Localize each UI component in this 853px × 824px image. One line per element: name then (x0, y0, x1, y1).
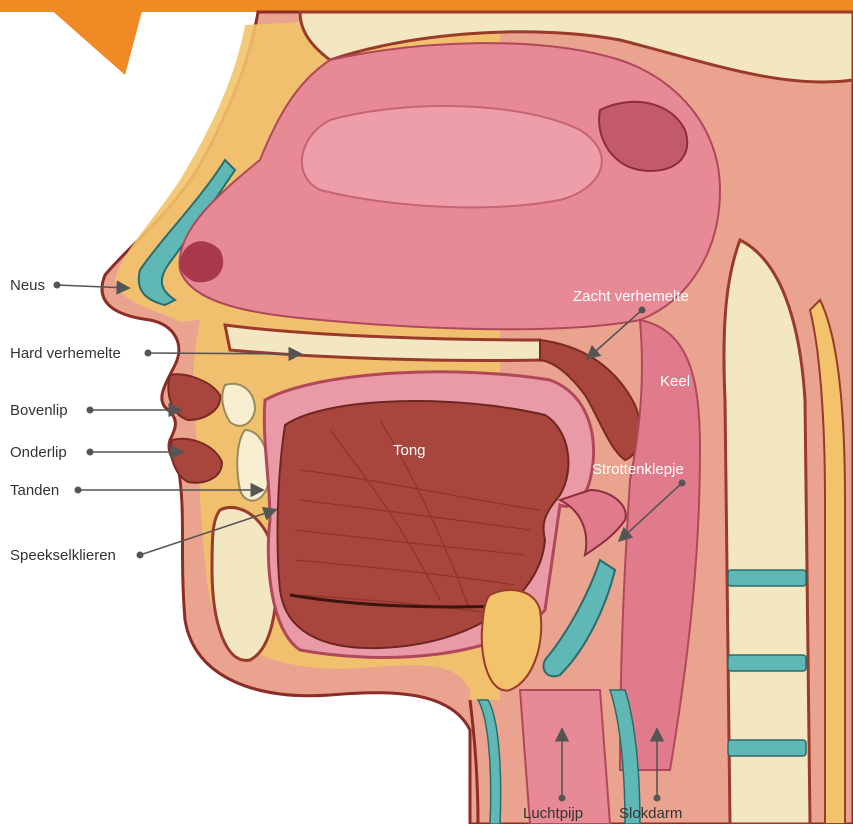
cervical-spine (724, 240, 845, 824)
label-text-tanden: Tanden (10, 482, 59, 499)
label-text-tong: Tong (393, 442, 426, 459)
label-text-neus: Neus (10, 277, 45, 294)
label-text-strottenklepje: Strottenklepje (592, 461, 684, 478)
label-text-bovenlip: Bovenlip (10, 402, 68, 419)
label-text-slokdarm: Slokdarm (619, 805, 682, 822)
label-text-onderlip: Onderlip (10, 444, 67, 461)
label-text-hard-verhemelte: Hard verhemelte (10, 345, 121, 362)
label-text-keel: Keel (660, 373, 690, 390)
label-bovenlip: Bovenlip (10, 402, 180, 419)
mandible (212, 507, 276, 660)
label-text-speekselklieren: Speekselklieren (10, 547, 116, 564)
label-onderlip: Onderlip (10, 444, 182, 461)
label-tong: Tong (393, 442, 426, 459)
trachea (520, 690, 610, 824)
head-cross-section (102, 12, 853, 824)
label-text-luchtpijp: Luchtpijp (523, 805, 583, 822)
label-text-zacht-verhemelte: Zacht verhemelte (573, 288, 689, 305)
nasal-turbinate (302, 106, 602, 207)
label-keel: Keel (660, 373, 690, 390)
